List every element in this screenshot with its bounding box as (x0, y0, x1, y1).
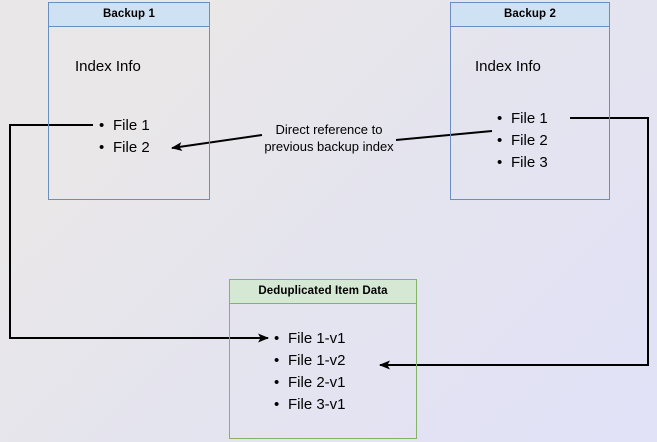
list-item: File 2 (97, 137, 150, 159)
annotation-line-2: previous backup index (264, 139, 394, 154)
box-backup-1[interactable]: Backup 1 Index Info File 1 File 2 (48, 2, 210, 200)
annotation-direct-reference: Direct reference to previous backup inde… (249, 121, 409, 155)
backup-1-file-list: File 1 File 2 (97, 115, 150, 159)
box-backup-1-header: Backup 1 (49, 3, 209, 27)
list-item: File 1-v2 (272, 350, 346, 372)
list-item: File 3 (495, 152, 548, 174)
list-item: File 2-v1 (272, 372, 346, 394)
box-deduplicated-item-data-body: File 1-v1 File 1-v2 File 2-v1 File 3-v1 (230, 304, 416, 438)
backup-2-index-info-label: Index Info (475, 58, 541, 75)
dedup-file-list: File 1-v1 File 1-v2 File 2-v1 File 3-v1 (272, 328, 346, 416)
backup-1-index-info-label: Index Info (75, 58, 141, 75)
box-backup-1-body: Index Info File 1 File 2 (49, 27, 209, 199)
list-item: File 1-v1 (272, 328, 346, 350)
box-backup-2-body: Index Info File 1 File 2 File 3 (451, 27, 609, 199)
box-deduplicated-item-data[interactable]: Deduplicated Item Data File 1-v1 File 1-… (229, 279, 417, 439)
list-item: File 3-v1 (272, 394, 346, 416)
backup-2-file-list: File 1 File 2 File 3 (495, 108, 548, 174)
list-item: File 1 (495, 108, 548, 130)
annotation-line-1: Direct reference to (275, 122, 383, 137)
box-backup-2-header: Backup 2 (451, 3, 609, 27)
list-item: File 1 (97, 115, 150, 137)
box-deduplicated-item-data-header: Deduplicated Item Data (230, 280, 416, 304)
box-backup-2[interactable]: Backup 2 Index Info File 1 File 2 File 3 (450, 2, 610, 200)
list-item: File 2 (495, 130, 548, 152)
